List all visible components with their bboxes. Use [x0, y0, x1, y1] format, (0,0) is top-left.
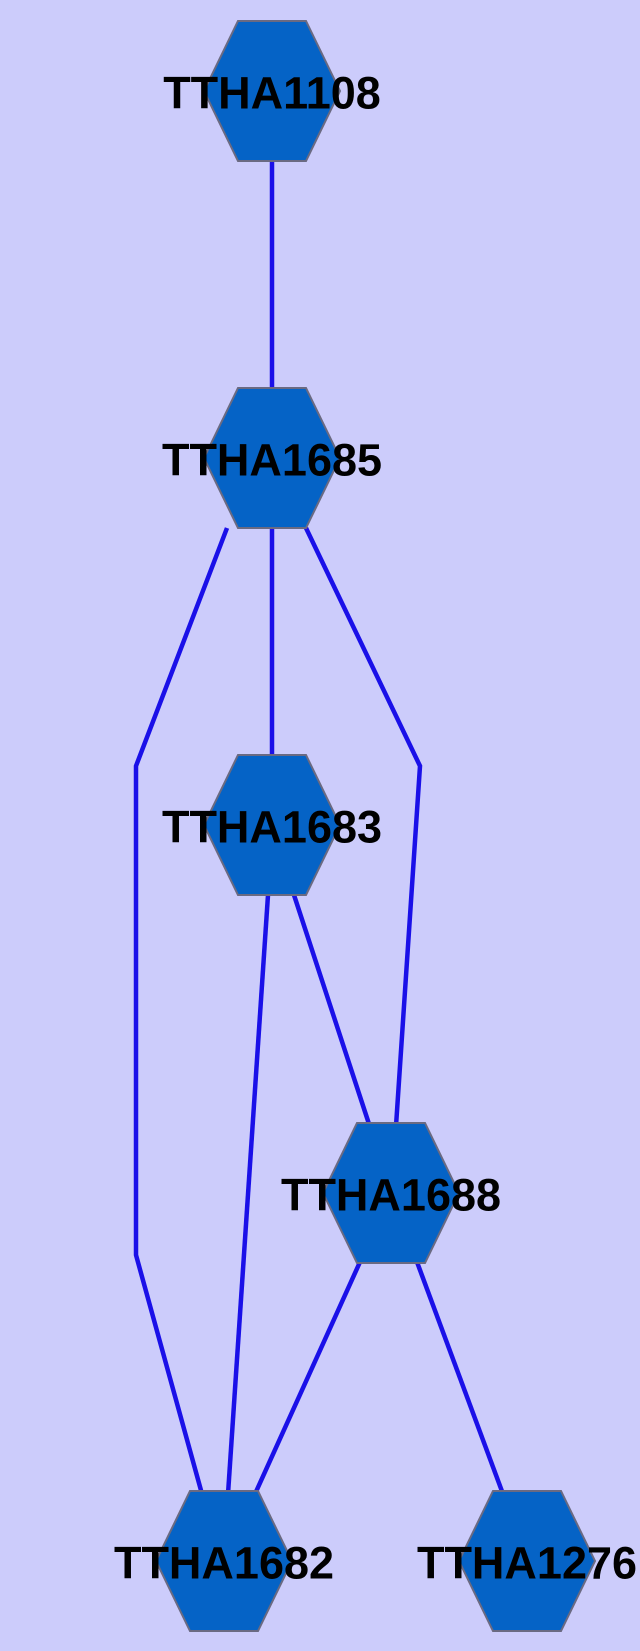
edge-ttha1688-ttha1276 [414, 1261, 506, 1495]
node-hexagon[interactable] [154, 1490, 294, 1632]
node-ttha1276[interactable]: TTHA1276 [417, 1490, 637, 1632]
edge-layer [133, 160, 506, 1495]
node-layer: TTHA1108TTHA1685TTHA1683TTHA1688TTHA1682… [114, 20, 637, 1632]
edge-ttha1683-ttha1682 [225, 894, 271, 1495]
node-label: TTHA1688 [281, 1170, 501, 1221]
edge-ttha1683-ttha1688 [291, 894, 372, 1125]
edge-ttha1685-ttha1682 [133, 527, 230, 1495]
node-hexagon[interactable] [202, 20, 342, 162]
node-hexagon[interactable] [321, 1122, 461, 1264]
node-ttha1682[interactable]: TTHA1682 [114, 1490, 334, 1632]
node-label: TTHA1685 [162, 435, 382, 486]
node-hexagon[interactable] [457, 1490, 597, 1632]
node-hexagon[interactable] [202, 387, 342, 529]
edge-ttha1685-ttha1688 [303, 527, 423, 1127]
node-label: TTHA1276 [417, 1538, 637, 1589]
node-label: TTHA1683 [162, 802, 382, 853]
node-ttha1683[interactable]: TTHA1683 [162, 754, 382, 896]
node-label: TTHA1682 [114, 1538, 334, 1589]
node-label: TTHA1108 [163, 68, 381, 119]
node-ttha1688[interactable]: TTHA1688 [281, 1122, 501, 1264]
node-ttha1108[interactable]: TTHA1108 [163, 20, 381, 162]
node-ttha1685[interactable]: TTHA1685 [162, 387, 382, 529]
edge-ttha1688-ttha1682 [252, 1261, 363, 1495]
node-hexagon[interactable] [202, 754, 342, 896]
